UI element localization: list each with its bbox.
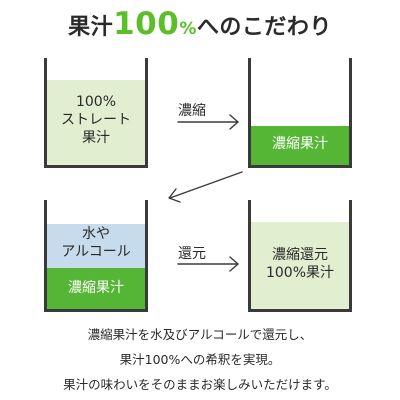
concentrate-cup: 濃縮果汁 xyxy=(248,58,352,168)
description-line-1: 濃縮果汁を水及びアルコールで還元し、 xyxy=(87,327,313,342)
mix-cup: 水や アルコール 濃縮果汁 xyxy=(44,200,148,312)
concentrate-liquid xyxy=(251,126,349,165)
restored-juice-cup: 濃縮還元 100%果汁 xyxy=(248,200,352,312)
title-prefix: 果汁 xyxy=(68,15,114,40)
title-number: 100 xyxy=(113,6,180,42)
water-alcohol-layer xyxy=(47,224,145,268)
mix-concentrate-label: 濃縮果汁 xyxy=(68,280,124,296)
water-alcohol-label: 水や アルコール xyxy=(61,226,131,260)
arrow-right-top-icon xyxy=(177,114,239,130)
step-concentrate-label: 濃縮 xyxy=(178,103,206,119)
title-suffix: へのこだわり xyxy=(196,15,332,40)
restored-juice-label: 濃縮還元 100%果汁 xyxy=(265,247,335,281)
straight-juice-liquid xyxy=(47,80,145,165)
step-restore-label: 還元 xyxy=(178,246,206,262)
straight-juice-label: 100% ストレート 果汁 xyxy=(61,94,131,146)
restored-juice-liquid xyxy=(251,222,349,309)
arrow-right-bottom-icon xyxy=(177,256,239,272)
description-line-3: 果汁の味わいをそのままお楽しみいただけます。 xyxy=(63,377,337,392)
straight-juice-cup: 100% ストレート 果汁 xyxy=(44,58,148,168)
concentrate-label: 濃縮果汁 xyxy=(272,136,328,152)
description: 濃縮果汁を水及びアルコールで還元し、 果汁100%への希釈を実現。 果汁の味わい… xyxy=(0,322,400,397)
description-line-2: 果汁100%への希釈を実現。 xyxy=(119,352,281,367)
page-title: 果汁100%へのこだわり xyxy=(0,6,400,42)
title-percent: % xyxy=(179,19,197,39)
arrow-diagonal-icon xyxy=(168,171,243,203)
concentrate-layer xyxy=(47,268,145,309)
